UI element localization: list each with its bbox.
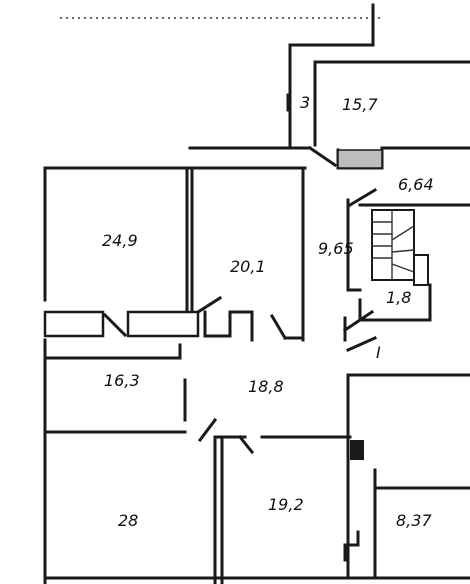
stair-treads <box>372 210 415 280</box>
wall-block-doors <box>203 310 254 342</box>
room-labels: 15,7 6,64 24,9 20,1 9,65 1,8 16,3 18,8 2… <box>102 93 434 530</box>
door-swing-7 <box>342 309 375 333</box>
stair-landing <box>413 254 429 286</box>
wall-9-65-left <box>346 198 362 292</box>
door-swing-2 <box>195 295 223 315</box>
wall-block-left <box>43 310 105 338</box>
room-label-9-65: 9,65 <box>318 239 354 258</box>
room-label-18-8: 18,8 <box>248 377 284 396</box>
room-label-1-8: 1,8 <box>386 288 411 307</box>
door-swing-4 <box>197 417 218 443</box>
room-label-28: 28 <box>118 511 138 530</box>
wall-diagonal <box>307 145 338 168</box>
stair-frame <box>371 209 415 281</box>
door-swing-5 <box>237 434 255 455</box>
room-label-15-7: 15,7 <box>342 95 378 114</box>
room-label-16-3: 16,3 <box>104 371 140 390</box>
wall-block-hatched <box>337 149 383 169</box>
mark-three: 3 <box>300 93 310 112</box>
door-swing-8 <box>346 336 377 352</box>
wall-column <box>350 440 364 460</box>
wall-1-8 <box>358 283 432 322</box>
door-swing-1 <box>102 312 128 338</box>
door-swing-6 <box>347 187 378 208</box>
room-label-24-9: 24,9 <box>102 231 138 250</box>
room-label-6-64: 6,64 <box>398 175 434 194</box>
mark-roman-one: I <box>376 343 381 362</box>
room-label-8-37: 8,37 <box>396 511 432 530</box>
door-swing-3 <box>269 313 288 341</box>
wall-bottom-step <box>343 530 360 562</box>
wall-block-mid <box>126 310 200 338</box>
walls <box>43 3 470 584</box>
room-label-19-2: 19,2 <box>268 495 304 514</box>
room-label-20-1: 20,1 <box>230 257 266 276</box>
